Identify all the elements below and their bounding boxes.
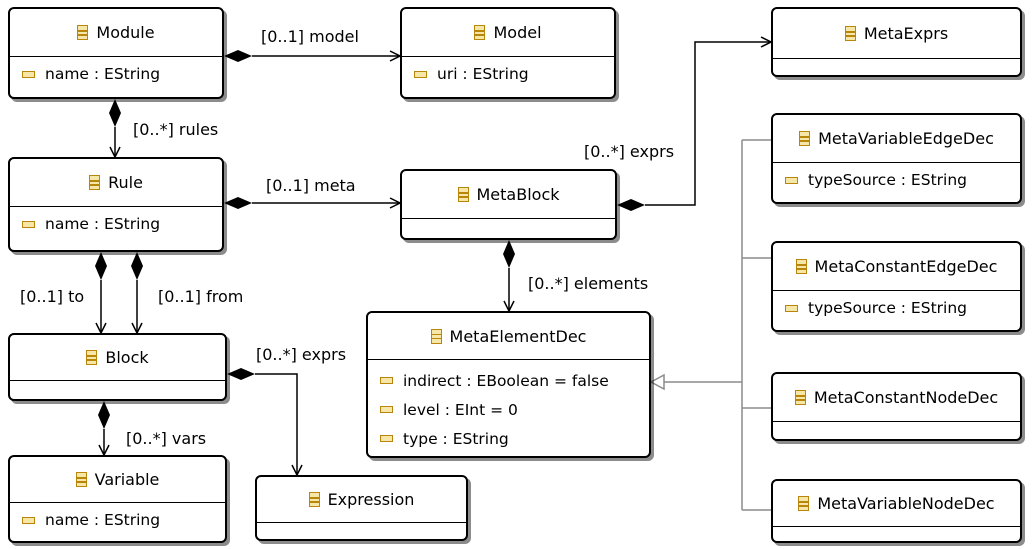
class-metavariablenodedec[interactable]: MetaVariableNodeDec	[771, 479, 1022, 543]
class-name: Expression	[327, 490, 415, 509]
class-metaelementdec[interactable]: MetaElementDec indirect : EBoolean = fal…	[366, 311, 651, 458]
attribute-label: name : EString	[45, 511, 161, 529]
class-metaconstantnodedec[interactable]: MetaConstantNodeDec	[771, 372, 1022, 441]
edge-rule-from	[131, 252, 143, 333]
edge-label-vars: [0..*] vars	[126, 429, 207, 448]
attribute-row: level : EInt = 0	[368, 395, 649, 424]
diamond-icon	[131, 252, 143, 280]
class-icon	[798, 496, 810, 511]
attribute-icon	[22, 516, 35, 524]
diamond-icon	[98, 401, 110, 429]
class-name: MetaConstantEdgeDec	[814, 257, 998, 276]
attribute-icon	[380, 435, 393, 442]
class-name: MetaVariableEdgeDec	[818, 129, 994, 148]
class-variable[interactable]: Variable name : EString	[8, 455, 227, 543]
edge-label-meta: [0..1] meta	[266, 176, 356, 195]
class-icon	[474, 25, 486, 40]
attribute-row: typeSource : EString	[773, 165, 1020, 195]
diamond-icon	[95, 252, 107, 280]
class-name: Module	[96, 23, 155, 42]
class-name: Block	[105, 348, 149, 367]
attribute-row: uri : EString	[402, 59, 614, 89]
attribute-row: indirect : EBoolean = false	[368, 366, 649, 395]
attribute-label: level : EInt = 0	[403, 400, 518, 419]
attribute-label: uri : EString	[437, 65, 529, 83]
diamond-icon	[109, 99, 121, 127]
class-name: Rule	[108, 173, 143, 192]
edge-label-from: [0..1] from	[158, 287, 244, 306]
attribute-row: name : EString	[10, 505, 225, 535]
class-icon	[75, 472, 87, 487]
edge-rule-to	[95, 252, 107, 333]
attribute-icon	[785, 304, 798, 312]
diamond-icon	[224, 197, 252, 209]
class-icon	[308, 492, 320, 507]
attribute-icon	[22, 220, 35, 228]
class-icon	[799, 131, 811, 146]
class-name: MetaExprs	[863, 24, 949, 43]
class-name: Model	[493, 23, 542, 42]
class-icon	[794, 390, 806, 405]
attribute-icon	[380, 406, 393, 413]
attribute-row: name : EString	[10, 59, 222, 89]
attribute-icon	[22, 70, 35, 78]
edge-metablock-elements	[503, 240, 515, 311]
class-icon	[89, 175, 101, 190]
class-icon	[795, 259, 807, 274]
edge-label-block-exprs: [0..*] exprs	[256, 345, 347, 364]
class-icon	[430, 328, 442, 344]
edge-label-rules: [0..*] rules	[133, 120, 219, 139]
attribute-row: typeSource : EString	[773, 293, 1020, 323]
diamond-icon	[224, 50, 252, 62]
diamond-icon	[227, 368, 255, 380]
attribute-label: type : EString	[403, 429, 509, 448]
class-icon	[77, 25, 89, 40]
attribute-label: name : EString	[45, 65, 161, 83]
generalization-tree	[649, 139, 771, 511]
attribute-row: type : EString	[368, 424, 649, 453]
attribute-label: indirect : EBoolean = false	[403, 371, 609, 390]
class-block[interactable]: Block	[8, 333, 227, 401]
edge-label-model: [0..1] model	[261, 27, 359, 46]
edge-label-metablock-exprs: [0..*] exprs	[584, 142, 675, 161]
class-icon	[457, 187, 469, 202]
edge-block-exprs	[227, 368, 297, 475]
attribute-icon	[414, 70, 427, 78]
class-metablock[interactable]: MetaBlock	[400, 169, 617, 240]
attribute-label: typeSource : EString	[808, 299, 967, 317]
class-expression[interactable]: Expression	[255, 475, 468, 541]
edge-metablock-exprs	[617, 42, 771, 211]
class-icon	[86, 350, 98, 365]
class-metavariableedgedec[interactable]: MetaVariableEdgeDec typeSource : EString	[771, 113, 1022, 204]
class-model[interactable]: Model uri : EString	[400, 7, 616, 99]
edge-module-model	[224, 50, 400, 62]
class-name: Variable	[94, 470, 160, 489]
diamond-icon	[503, 240, 515, 268]
diamond-icon	[617, 199, 645, 211]
triangle-icon	[649, 373, 665, 391]
edge-block-vars	[98, 401, 110, 455]
class-name: MetaBlock	[476, 185, 560, 204]
attribute-icon	[380, 377, 393, 384]
attribute-row: name : EString	[10, 209, 222, 239]
edge-label-elements: [0..*] elements	[528, 274, 649, 293]
edge-module-rules	[109, 99, 121, 157]
class-metaconstantedgedec[interactable]: MetaConstantEdgeDec typeSource : EString	[771, 241, 1022, 332]
class-icon	[844, 26, 856, 41]
attribute-icon	[785, 176, 798, 184]
attribute-label: name : EString	[45, 215, 161, 233]
class-metaexprs[interactable]: MetaExprs	[771, 7, 1022, 77]
class-name: MetaVariableNodeDec	[817, 494, 995, 513]
attribute-label: typeSource : EString	[808, 171, 967, 189]
class-rule[interactable]: Rule name : EString	[8, 157, 224, 252]
class-name: MetaElementDec	[449, 326, 587, 346]
class-name: MetaConstantNodeDec	[813, 388, 999, 407]
edge-rule-meta	[224, 197, 400, 209]
class-module[interactable]: Module name : EString	[8, 7, 224, 99]
edge-label-to: [0..1] to	[20, 287, 85, 306]
